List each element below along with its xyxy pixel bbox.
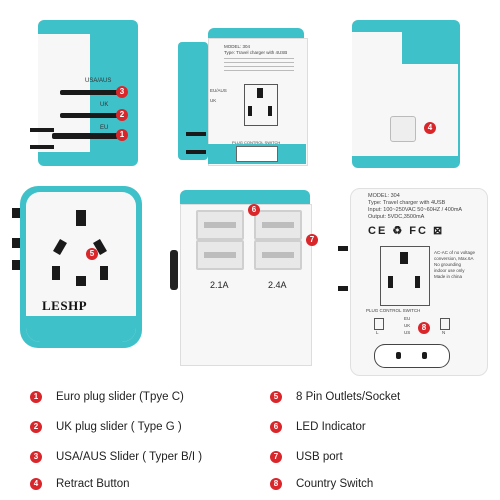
adapter-usb-view-photo: 6 7 2.1A 2.4A — [170, 190, 320, 366]
legend-badge-4: 4 — [30, 478, 42, 490]
switch-uk: UK — [404, 323, 411, 328]
side-label-uk: UK — [210, 98, 217, 103]
brand-label: LESHP — [42, 298, 88, 313]
legend-text-7: USB port — [296, 451, 343, 463]
legend-text-1: Euro plug slider (Tpye C) — [56, 391, 184, 403]
back-note-2: conversion, Max.6A — [434, 256, 474, 261]
legend-text-3: USA/AUS Slider ( Typer B/I ) — [56, 451, 203, 463]
back-note-5: Made in china — [434, 274, 463, 279]
badge-4: 4 — [424, 122, 436, 134]
badge-3: 3 — [116, 86, 128, 98]
legend-text-6: LED Indicator — [296, 421, 366, 433]
legend-text-5: 8 Pin Outlets/Socket — [296, 391, 401, 403]
legend-item-8: 8 Country Switch — [270, 475, 373, 493]
l-label: L — [376, 330, 379, 335]
n-label: N — [442, 330, 446, 335]
badge-8: 8 — [418, 322, 430, 334]
legend-item-5: 5 8 Pin Outlets/Socket — [270, 388, 400, 406]
legend-badge-6: 6 — [270, 421, 282, 433]
plug-control-switch-text: PLUG CONTROL SWITCH — [232, 140, 281, 145]
usa-aus-label: USA/AUS — [85, 78, 112, 84]
back-note-3: No grounding — [434, 262, 462, 267]
legend-item-3: 3 USA/AUS Slider ( Typer B/I ) — [30, 448, 202, 466]
back-note-1: AC-AC of no voltage — [434, 250, 476, 255]
badge-2: 2 — [116, 109, 128, 121]
badge-1: 1 — [116, 129, 128, 141]
legend-item-7: 7 USB port — [270, 448, 343, 466]
back-socket-outline — [380, 246, 430, 306]
back-type: Type: Travel charger with 4USB — [368, 200, 446, 206]
badge-5: 5 — [86, 248, 98, 260]
adapter-back-label-photo: MODEL: 304 Type: Travel charger with 4US… — [338, 188, 488, 378]
legend-text-2: UK plug slider ( Type G ) — [56, 421, 182, 433]
eu-label: EU — [100, 125, 109, 131]
legend-item-1: 1 Euro plug slider (Tpye C) — [30, 388, 184, 406]
adapter-retract-view-photo: 4 — [352, 20, 460, 168]
model-text: MODEL: 304 — [224, 44, 251, 49]
switch-eu: EU — [404, 316, 411, 321]
back-input: Input: 100~250VAC 50~60HZ / 400mA — [368, 207, 463, 213]
legend-badge-1: 1 — [30, 391, 42, 403]
badge-6: 6 — [248, 204, 260, 216]
back-note-4: indoor use only — [434, 268, 465, 273]
legend-item-2: 2 UK plug slider ( Type G ) — [30, 418, 182, 436]
legend-item-4: 4 Retract Button — [30, 475, 130, 493]
legend-badge-8: 8 — [270, 478, 282, 490]
badge-7: 7 — [306, 234, 318, 246]
adapter-front-face-photo: 5 LESHP — [12, 186, 152, 356]
certification-marks: CE ♻ FC ⊠ — [368, 225, 445, 237]
legend-badge-3: 3 — [30, 451, 42, 463]
legend-badge-7: 7 — [270, 451, 282, 463]
legend-item-6: 6 LED Indicator — [270, 418, 366, 436]
type-text: Type: Travel charger with 4USB — [224, 50, 288, 55]
side-label-eu-aus: EU/AUS — [210, 88, 227, 93]
adapter-angled-view-photo: MODEL: 304 Type: Travel charger with 4US… — [178, 28, 318, 168]
legend-badge-2: 2 — [30, 421, 42, 433]
back-output: Output: 5VDC,3500mA — [368, 214, 425, 220]
legend-badge-5: 5 — [270, 391, 282, 403]
socket-outline — [244, 84, 278, 126]
retract-button — [390, 116, 416, 142]
usb-current-left: 2.1A — [210, 280, 229, 290]
back-model: MODEL: 304 — [368, 193, 400, 199]
back-control-switch: PLUG CONTROL SWITCH — [366, 308, 421, 313]
legend-text-4: Retract Button — [56, 478, 130, 490]
legend-text-8: Country Switch — [296, 478, 374, 490]
adapter-side-view-photo: USA/AUS UK EU 3 2 1 — [30, 20, 138, 166]
uk-label: UK — [100, 102, 109, 108]
usb-current-right: 2.4A — [268, 280, 287, 290]
switch-us: US — [404, 330, 411, 335]
